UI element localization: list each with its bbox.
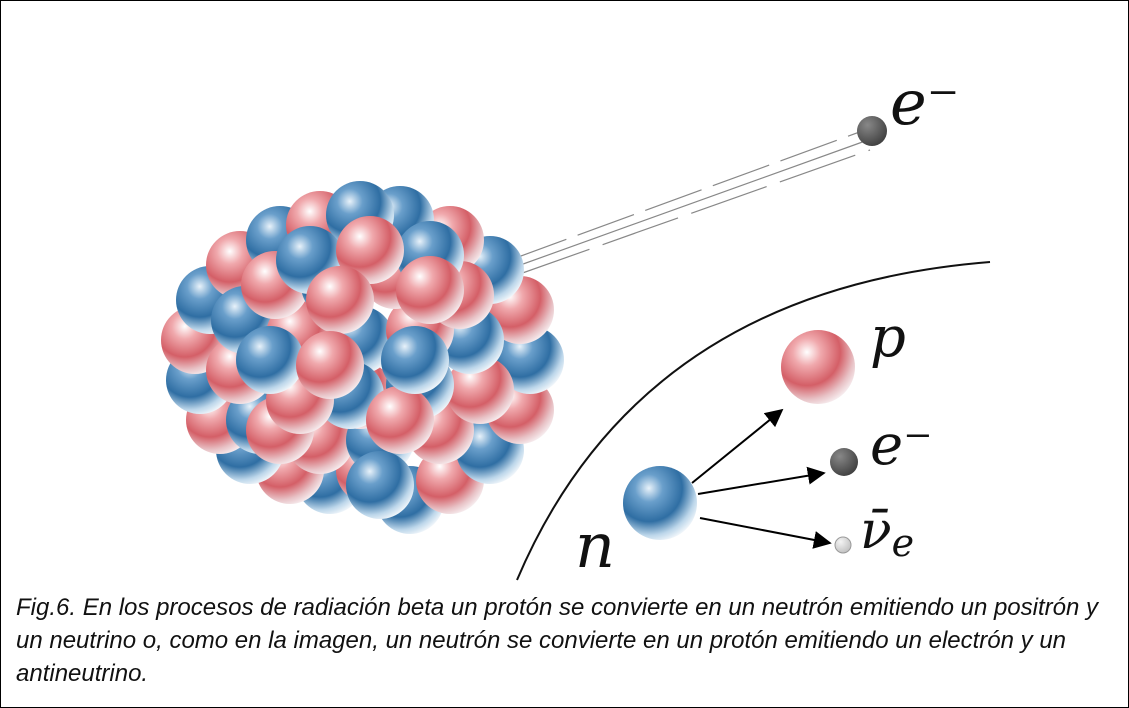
nucleus-neutron (381, 326, 449, 394)
antineutrino-label: ν̄e (860, 505, 914, 562)
nucleus-proton (296, 331, 364, 399)
proton-label: p (870, 305, 906, 370)
electron-top-label: e⁻ (890, 66, 960, 139)
beta-decay-diagram (161, 116, 991, 581)
nucleus (161, 181, 564, 534)
antineutrino-symbol: ν̄ (860, 501, 892, 561)
emitted-electron (857, 116, 887, 146)
nucleus-proton (336, 216, 404, 284)
arrow-to-antineutrino (699, 517, 832, 549)
nucleus-neutron (236, 326, 304, 394)
electron-label: e⁻ (870, 413, 933, 478)
nucleus-proton (366, 386, 434, 454)
figure-caption: Fig.6. En los procesos de radiación beta… (16, 594, 1099, 687)
neutron-particle (623, 466, 697, 540)
boundary-arc (516, 261, 991, 581)
arrow-to-proton (691, 408, 784, 484)
nucleus-proton (306, 266, 374, 334)
nucleus-proton (396, 256, 464, 324)
arrow-to-electron (697, 466, 826, 495)
electron-trail (509, 129, 871, 277)
nucleus-neutron (346, 451, 414, 519)
antineutrino-subscript: e (891, 521, 915, 565)
neutron-label: n (575, 509, 615, 582)
antineutrino-particle (834, 536, 852, 554)
proton-particle (781, 330, 855, 404)
electron-particle (830, 448, 858, 476)
